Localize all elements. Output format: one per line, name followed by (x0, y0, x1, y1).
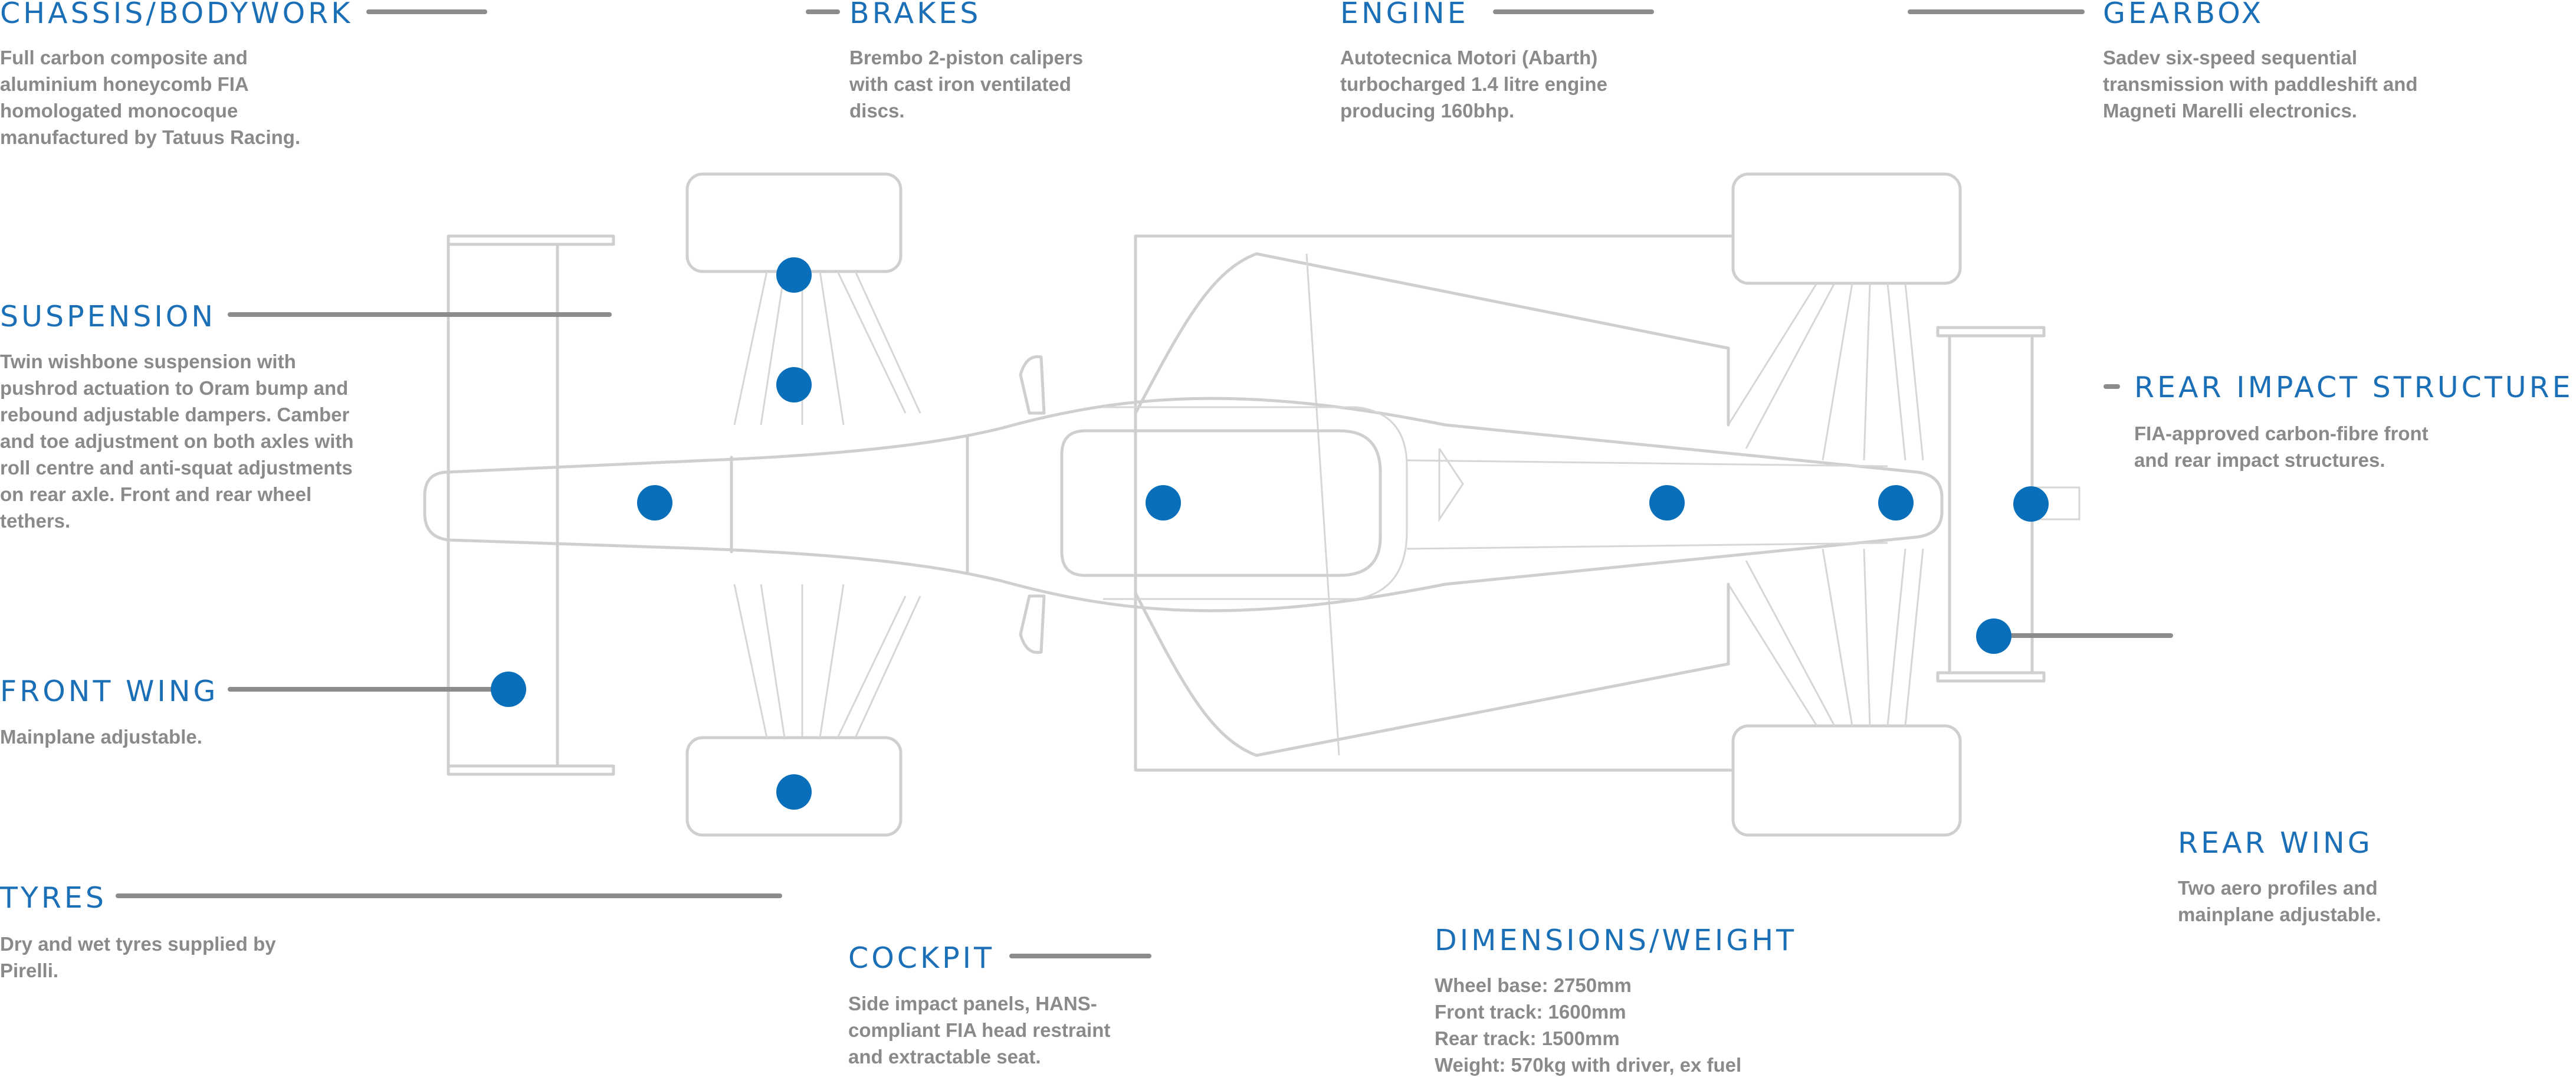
engine-marker[interactable] (1649, 485, 1685, 521)
brakes-marker[interactable] (776, 257, 812, 293)
description-line: and extractable seat. (848, 1046, 1041, 1068)
description-line: Autotecnica Motori (Abarth) (1340, 47, 1598, 68)
gearbox-marker[interactable] (1878, 485, 1914, 521)
description-line: Side impact panels, HANS- (848, 993, 1097, 1014)
description-line: mainplane adjustable. (2178, 903, 2381, 925)
dimensions-heading: DIMENSIONS/WEIGHT (1435, 924, 1797, 957)
description-line: transmission with paddleshift and (2103, 73, 2418, 95)
description-line: on rear axle. Front and rear wheel (0, 483, 312, 505)
description-line: Pirelli. (0, 960, 59, 981)
chassis-marker[interactable] (637, 485, 672, 521)
suspension-heading: SUSPENSION (0, 300, 216, 333)
description-line: Sadev six-speed sequential (2103, 47, 2358, 68)
gearbox-description: Sadev six-speed sequential transmission … (2103, 44, 2418, 124)
cockpit-description: Side impact panels, HANS- compliant FIA … (848, 990, 1110, 1070)
front-left-tyre-outline (685, 172, 903, 273)
description-line: compliant FIA head restraint (848, 1019, 1111, 1041)
description-line: roll centre and anti-squat adjustments (0, 457, 353, 479)
brakes-description: Brembo 2-piston calipers with cast iron … (849, 44, 1083, 124)
description-line: Front track: 1600mm (1435, 1001, 1626, 1023)
description-line: discs. (849, 100, 905, 122)
chassis-outline (423, 355, 1944, 654)
description-line: Two aero profiles and (2178, 877, 2378, 899)
front-wing-marker[interactable] (491, 672, 526, 707)
chassis-description: Full carbon composite and aluminium hone… (0, 44, 300, 150)
engine-heading: ENGINE (1340, 0, 1469, 30)
description-line: FIA-approved carbon-fibre front (2134, 423, 2429, 444)
description-line: rebound adjustable dampers. Camber (0, 404, 350, 425)
sidepod-outline (1134, 234, 1735, 772)
description-line: tethers. (0, 510, 71, 532)
front-wing-description: Mainplane adjustable. (0, 724, 202, 750)
description-line: Magneti Marelli electronics. (2103, 100, 2357, 122)
suspension-marker[interactable] (776, 367, 812, 402)
front-wing-heading: FRONT WING (0, 675, 219, 708)
rear-right-tyre-outline (1731, 724, 1962, 837)
description-line: pushrod actuation to Oram bump and (0, 377, 349, 399)
description-line: and rear impact structures. (2134, 449, 2385, 471)
rear-impact-heading: REAR IMPACT STRUCTURE (2134, 371, 2574, 404)
description-line: Full carbon composite and (0, 47, 248, 68)
description-line: Brembo 2-piston calipers (849, 47, 1084, 68)
cockpit-heading: COCKPIT (848, 941, 995, 975)
description-line: Dry and wet tyres supplied by (0, 933, 276, 955)
description-line: Wheel base: 2750mm (1435, 974, 1632, 996)
suspension-description: Twin wishbone suspension with pushrod ac… (0, 348, 354, 534)
description-line: turbocharged 1.4 litre engine (1340, 73, 1607, 95)
rear-impact-description: FIA-approved carbon-fibre front and rear… (2134, 420, 2429, 473)
tyres-marker[interactable] (776, 774, 812, 810)
rear-suspension-outline (1727, 283, 1924, 726)
description-line: with cast iron ventilated (849, 73, 1071, 95)
front-wing-outline (447, 234, 615, 776)
front-suspension-outline (733, 271, 921, 738)
rear-impact-marker[interactable] (2013, 486, 2049, 522)
engine-description: Autotecnica Motori (Abarth) turbocharged… (1340, 44, 1607, 124)
tyres-heading: TYRES (0, 881, 107, 915)
tyres-description: Dry and wet tyres supplied by Pirelli. (0, 931, 276, 984)
chassis-heading: CHASSIS/BODYWORK (0, 0, 353, 30)
description-line: Rear track: 1500mm (1435, 1027, 1620, 1049)
cockpit-marker[interactable] (1146, 485, 1181, 521)
dimensions-description: Wheel base: 2750mm Front track: 1600mm R… (1435, 972, 1741, 1077)
description-line: Twin wishbone suspension with (0, 351, 296, 372)
brakes-heading: BRAKES (849, 0, 982, 30)
rear-wing-description: Two aero profiles and mainplane adjustab… (2178, 875, 2381, 928)
rear-wing-heading: REAR WING (2178, 826, 2373, 860)
gearbox-heading: GEARBOX (2103, 0, 2265, 30)
description-line: homologated monocoque (0, 100, 238, 122)
rear-wing-marker[interactable] (1976, 618, 2011, 654)
description-line: Mainplane adjustable. (0, 726, 202, 748)
description-line: and toe adjustment on both axles with (0, 430, 354, 452)
description-line: manufactured by Tatuus Racing. (0, 126, 301, 148)
description-line: Weight: 570kg with driver, ex fuel (1435, 1054, 1742, 1076)
rear-left-tyre-outline (1731, 172, 1962, 285)
front-right-tyre-outline (685, 736, 903, 837)
description-line: producing 160bhp. (1340, 100, 1515, 122)
description-line: aluminium honeycomb FIA (0, 73, 249, 95)
